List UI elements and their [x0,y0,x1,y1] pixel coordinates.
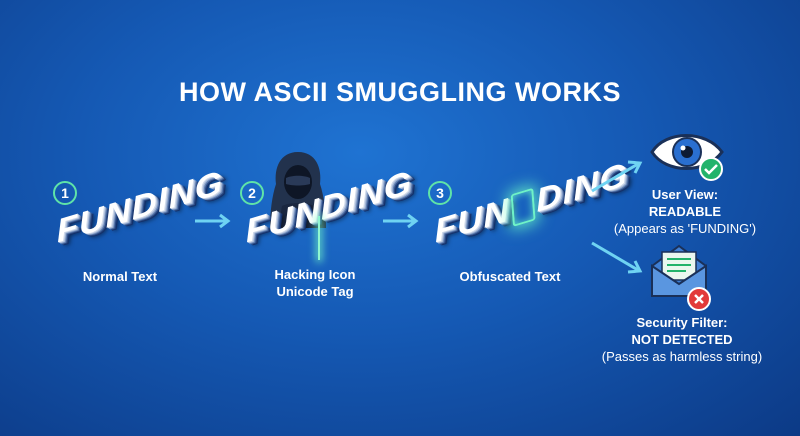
arrow-right-icon [383,213,419,229]
security-filter-note: (Passes as harmless string) [601,349,763,364]
hacker-icon [270,152,326,228]
step-number: 3 [428,181,452,205]
arrow-down-right-icon [591,241,643,274]
step-caption: Obfuscated Text [450,268,570,285]
step-caption-text: Obfuscated Text [459,269,561,284]
step-caption: Hacking Icon Unicode Tag [260,266,370,300]
step-caption-line1: Hacking Icon [274,267,356,282]
tag-indicator-line [318,216,320,260]
security-filter-block: Security Filter: NOT DETECTED (Passes as… [592,314,772,365]
step-number: 1 [53,181,77,205]
step-caption: Normal Text [70,268,170,285]
hidden-tag-glow [510,187,536,227]
arrow-right-icon [195,213,231,229]
page-title: HOW ASCII SMUGGLING WORKS [179,77,621,107]
user-view-label: User View: [651,187,719,202]
user-view-status: READABLE [648,204,722,219]
cross-icon [687,287,711,311]
security-filter-label: Security Filter: [636,315,728,330]
step-caption-text: Normal Text [82,269,158,284]
step-number: 2 [240,181,264,205]
user-view-block: User View: READABLE (Appears as 'FUNDING… [600,186,770,237]
envelope-icon [651,244,707,297]
check-icon [699,157,723,181]
arrow-up-right-icon [591,160,643,193]
funding-word: FUNDING [55,163,225,251]
security-filter-status: NOT DETECTED [631,332,733,347]
step-caption-line2: Unicode Tag [276,284,354,299]
user-view-note: (Appears as 'FUNDING') [613,221,757,236]
